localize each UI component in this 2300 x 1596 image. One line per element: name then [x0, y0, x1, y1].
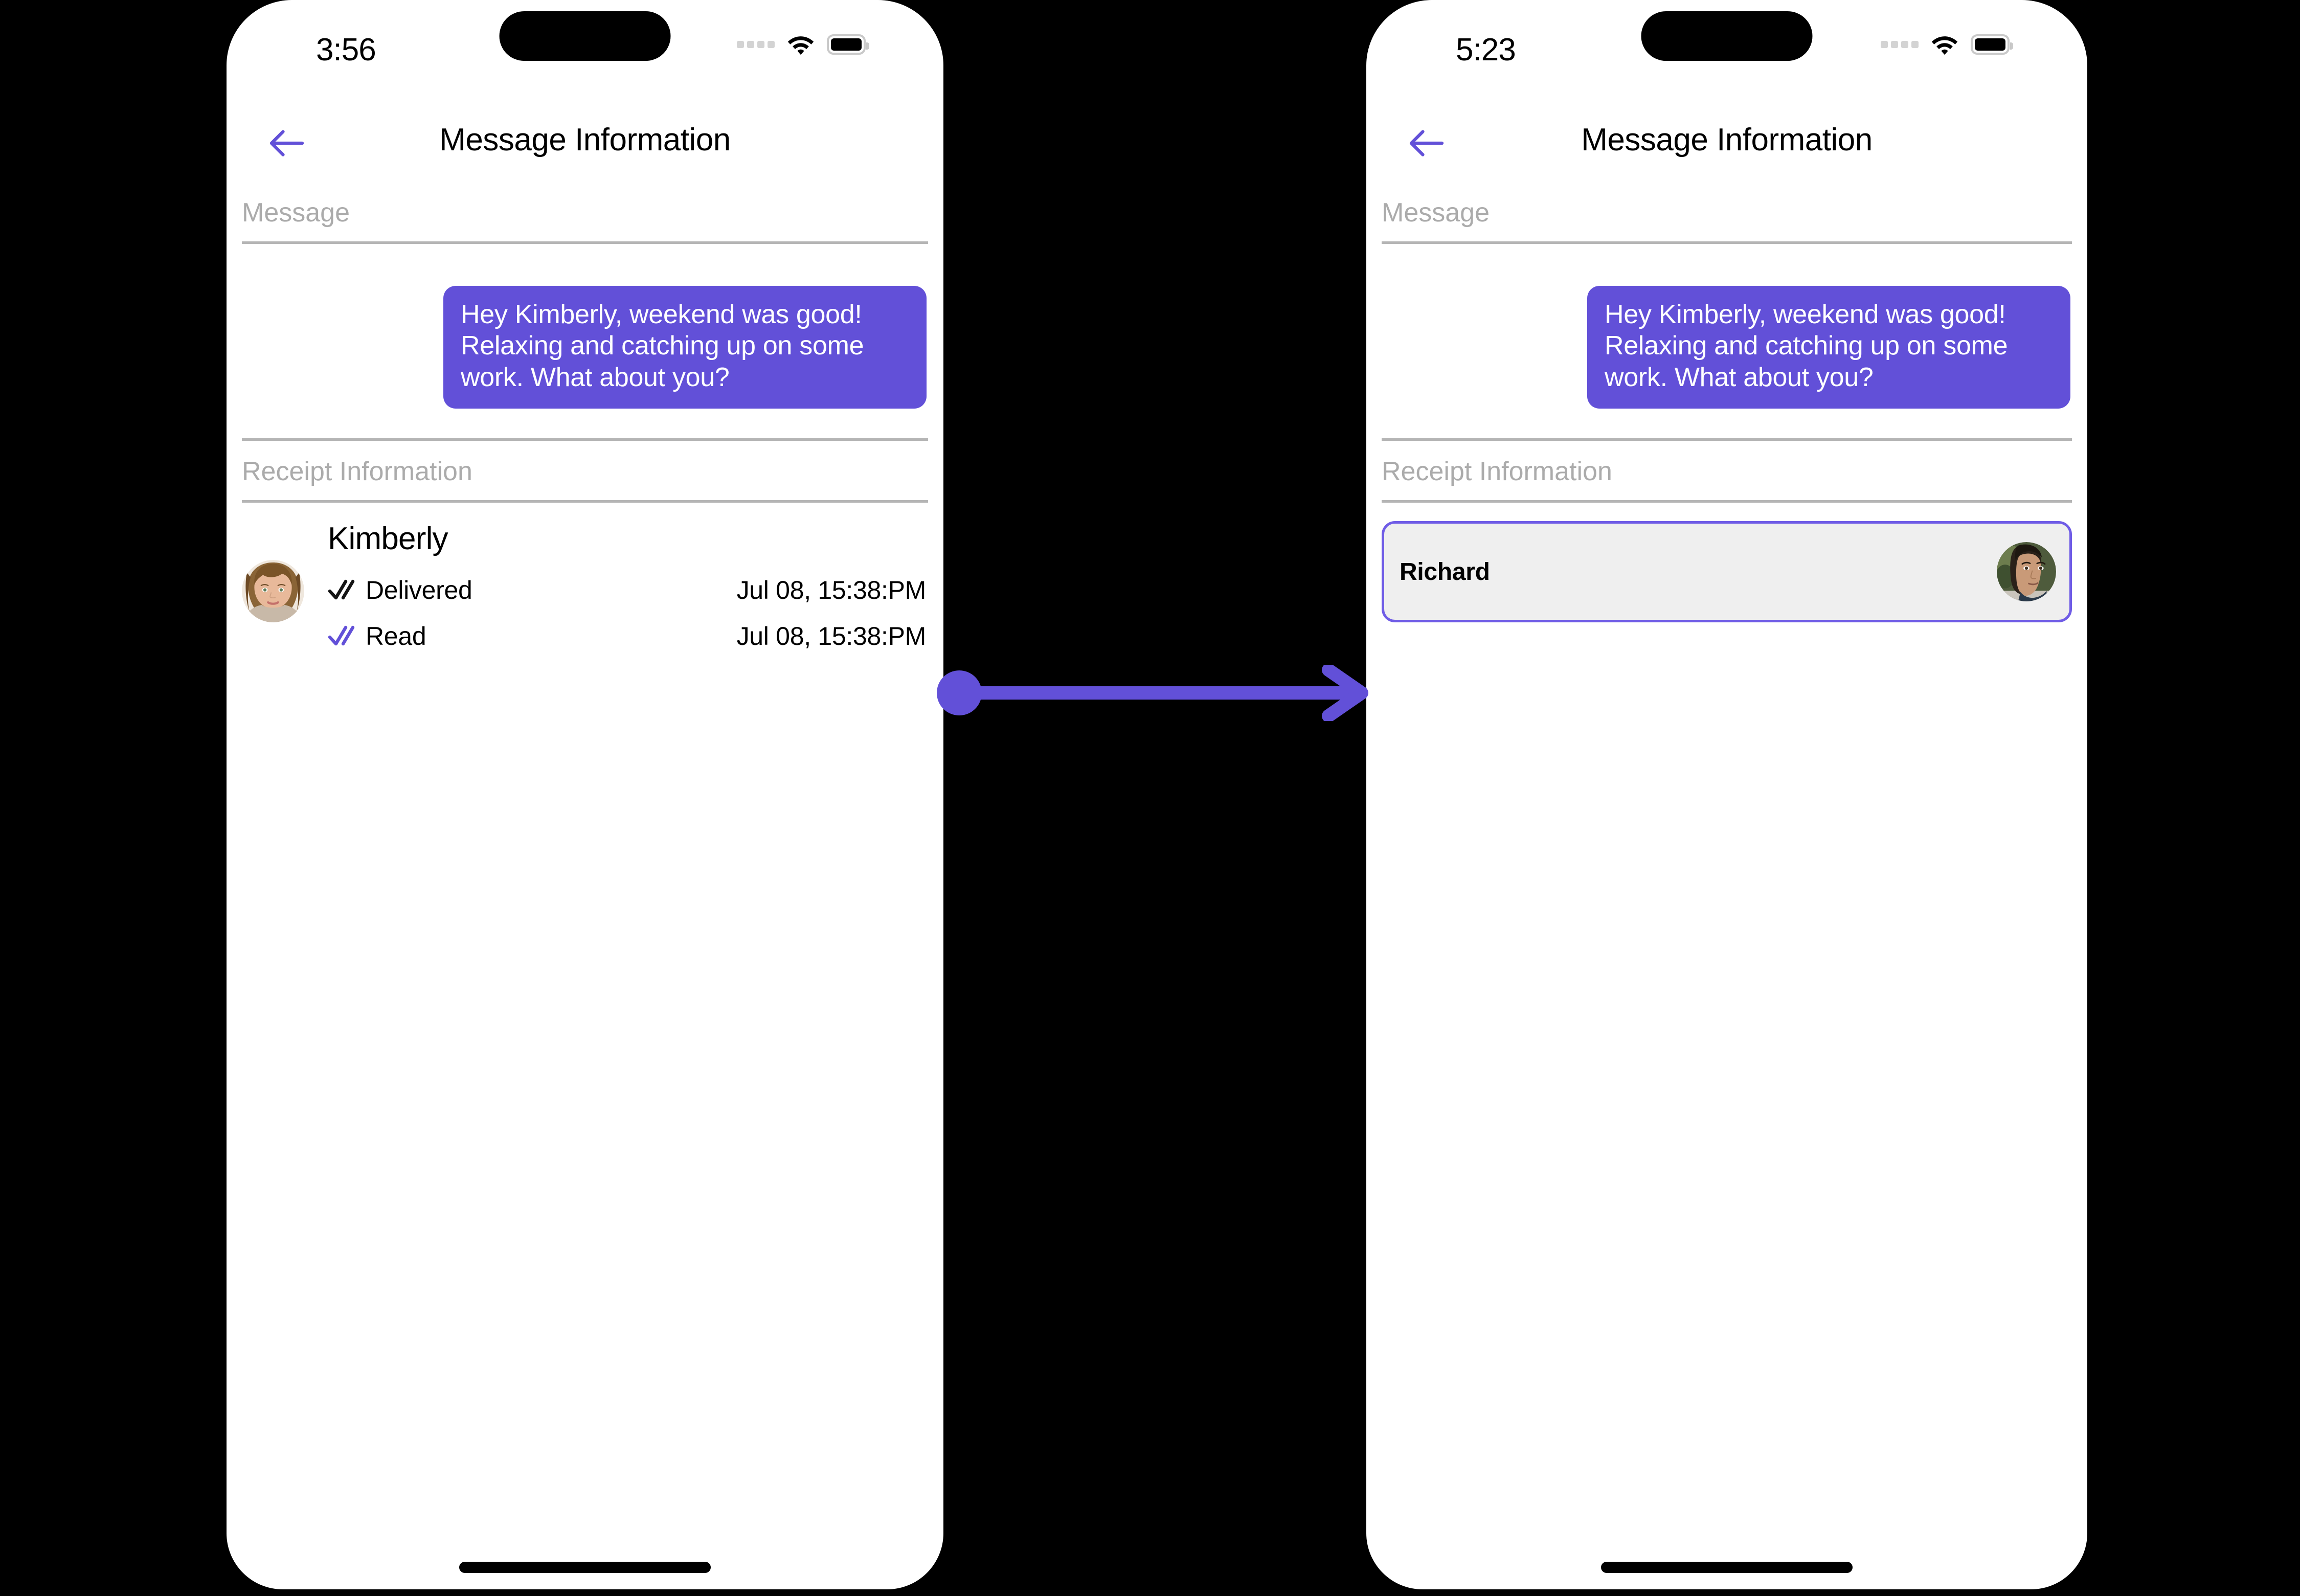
receipt-status-time: Jul 08, 15:38:PM [736, 622, 927, 651]
spacer [1366, 409, 2087, 438]
receipt-entry: Kimberly [227, 503, 943, 659]
screen-content: Message Hey Kimberly, weekend was good! … [1366, 179, 2087, 623]
richard-avatar [1997, 542, 2056, 602]
wifi-icon [787, 36, 814, 55]
section-divider [1382, 500, 2072, 503]
status-bar: 5:23 [1366, 0, 2087, 118]
receipt-section-header: Receipt Information [1366, 441, 2087, 503]
status-bar-indicators [1881, 34, 2013, 55]
message-bubble-row: Hey Kimberly, weekend was good! Relaxing… [227, 244, 943, 409]
page-title: Message Information [1581, 122, 1873, 158]
screen-content: Message Hey Kimberly, weekend was good! … [227, 179, 943, 659]
receipt-contact-name: Kimberly [328, 521, 448, 557]
status-bar: 3:56 [227, 0, 943, 118]
section-divider [242, 438, 928, 441]
battery-icon [827, 34, 869, 55]
double-check-read-icon [328, 623, 366, 649]
nav-bar: Message Information [1366, 118, 2087, 179]
message-bubble[interactable]: Hey Kimberly, weekend was good! Relaxing… [1587, 286, 2070, 409]
message-section-label: Message [242, 198, 350, 228]
receipt-status-label: Read [366, 622, 426, 651]
cellular-dots-icon [737, 41, 775, 48]
back-arrow-icon [269, 130, 304, 156]
receipt-section-label: Receipt Information [1382, 457, 1612, 487]
section-divider [1382, 241, 2072, 244]
receipt-status-rows: Delivered Jul 08, 15:38:PM Read Jul 08, … [328, 567, 926, 659]
section-divider [242, 500, 928, 503]
home-indicator [1601, 1562, 1853, 1573]
battery-icon [1971, 34, 2013, 55]
message-section-header: Message [1366, 179, 2087, 244]
status-bar-clock: 5:23 [1456, 32, 1516, 68]
section-divider [242, 241, 928, 244]
message-bubble[interactable]: Hey Kimberly, weekend was good! Relaxing… [443, 286, 927, 409]
back-button[interactable] [256, 118, 318, 169]
receipt-section-label: Receipt Information [242, 457, 472, 487]
receipt-person-card-richard[interactable]: Richard [1382, 521, 2072, 623]
receipt-row-delivered: Delivered Jul 08, 15:38:PM [328, 567, 926, 613]
receipt-row-read: Read Jul 08, 15:38:PM [328, 613, 926, 659]
kimberly-avatar [242, 560, 304, 623]
person-name: Richard [1400, 558, 1490, 586]
spacer [227, 409, 943, 438]
message-section-header: Message [227, 179, 943, 244]
phone-screen-after: 5:23 Message Information Message Hey Kim… [1366, 0, 2087, 1589]
phone-screen-before: 3:56 Message Information Message Hey Kim… [227, 0, 943, 1589]
status-bar-indicators [737, 34, 869, 55]
back-button[interactable] [1396, 118, 1457, 169]
page-title: Message Information [439, 122, 731, 158]
receipt-section-header: Receipt Information [227, 441, 943, 503]
wifi-icon [1931, 36, 1958, 55]
double-check-delivered-icon [328, 577, 366, 603]
cellular-dots-icon [1881, 41, 1919, 48]
dynamic-island [1641, 11, 1813, 61]
receipt-status-label: Delivered [366, 576, 472, 605]
home-indicator [459, 1562, 711, 1573]
back-arrow-icon [1409, 130, 1444, 156]
nav-bar: Message Information [227, 118, 943, 179]
flow-connector-arrow [937, 665, 1368, 721]
message-section-label: Message [1382, 198, 1490, 228]
message-bubble-row: Hey Kimberly, weekend was good! Relaxing… [1366, 244, 2087, 409]
section-divider [1382, 438, 2072, 441]
receipt-status-time: Jul 08, 15:38:PM [736, 576, 927, 605]
dynamic-island [499, 11, 671, 61]
status-bar-clock: 3:56 [316, 32, 376, 68]
connector-arrowhead [1322, 665, 1368, 721]
